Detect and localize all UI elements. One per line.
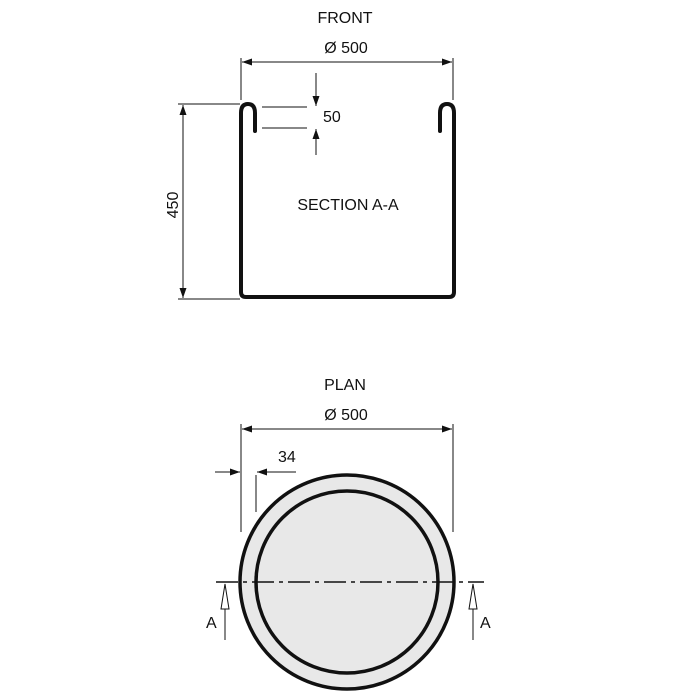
section-arrow-left-icon [220, 583, 230, 640]
front-title: FRONT [317, 10, 372, 27]
section-label: SECTION A-A [297, 197, 399, 214]
front-height-dimension: 450 [165, 192, 182, 219]
lip-dimension: 50 [323, 109, 341, 126]
plan-title: PLAN [324, 377, 366, 394]
front-view: FRONT Ø 500 450 50 SECTION A-A [165, 10, 456, 300]
section-marker-left: A [206, 615, 217, 632]
section-profile [239, 102, 456, 299]
section-arrow-right-icon [468, 583, 478, 640]
front-width-dimension: Ø 500 [324, 40, 368, 57]
wall-thickness-dimension: 34 [278, 449, 296, 466]
plan-width-dimension: Ø 500 [324, 407, 368, 424]
plan-view: PLAN Ø 500 34 A A [206, 377, 491, 691]
section-marker-right: A [480, 615, 491, 632]
